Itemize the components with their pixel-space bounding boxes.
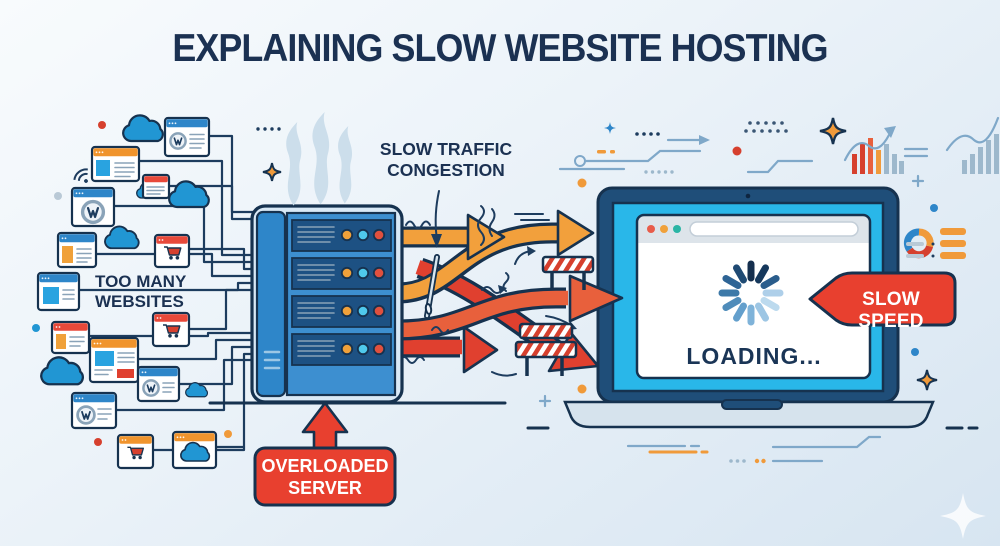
slow-traffic-line2: CONGESTION <box>387 159 505 180</box>
blue-dot <box>911 348 919 356</box>
traffic-barrier-icon <box>514 322 578 376</box>
laptop-notch <box>721 399 783 410</box>
plus-mark-icon <box>538 394 552 408</box>
blue-dot <box>32 324 40 332</box>
overloaded-line2: SERVER <box>288 477 362 498</box>
laptop-icon <box>563 186 935 429</box>
bar-chart-icon <box>945 116 1000 174</box>
equals-decor <box>903 147 929 158</box>
traffic-arrow-icon <box>556 209 595 257</box>
trend-arrow-icon <box>666 135 710 145</box>
webcam-icon <box>745 193 751 199</box>
toolbar-dot-red <box>647 225 655 233</box>
circuit-line-icon <box>558 149 702 171</box>
slow-speed-label: SLOW SPEED <box>858 289 924 332</box>
too-many-line1: TOO MANY <box>95 272 187 291</box>
cloud-icon <box>104 225 140 250</box>
sparkle-icon <box>263 163 281 181</box>
toolbar-dot-teal <box>673 225 681 233</box>
server-rack-icon <box>250 204 404 404</box>
cloud-icon <box>122 114 164 143</box>
browser-window-icon <box>141 173 171 200</box>
wordpress-icon <box>76 405 96 425</box>
wordpress-icon <box>142 379 160 397</box>
needle-icon <box>424 254 440 319</box>
overloaded-server-badge <box>253 401 397 507</box>
dotted-line-icon <box>644 170 674 174</box>
white-diamond-icon <box>940 493 986 539</box>
slow-traffic-label: SLOW TRAFFIC CONGESTION <box>368 139 524 180</box>
traffic-arrow-icon <box>466 213 506 261</box>
toolbar-dot-orange <box>660 225 668 233</box>
left-cluster <box>32 114 232 470</box>
browser-window-icon <box>88 336 140 384</box>
decor-bottom <box>538 348 986 539</box>
orange-dot <box>577 384 587 394</box>
dots-grid-icon <box>744 121 788 133</box>
too-many-line2: WEBSITES <box>95 292 184 312</box>
server-unit <box>291 257 392 290</box>
browser-window-icon <box>56 231 98 269</box>
gray-dot <box>54 192 62 200</box>
laptop-base <box>563 400 935 429</box>
slow-speed-sign <box>808 271 957 327</box>
slow-traffic-line1: SLOW TRAFFIC <box>379 139 513 159</box>
decor-top-right <box>558 116 1000 212</box>
blue-diamond-sparkle-icon <box>604 122 616 134</box>
dotted-line-icon <box>256 127 281 131</box>
red-dot <box>94 438 102 446</box>
too-many-websites-label: TOO MANY WEBSITES <box>95 272 205 313</box>
sparkle-icon <box>917 370 937 390</box>
address-bar[interactable] <box>689 221 859 237</box>
orange-dot <box>577 178 587 188</box>
overload-arrow-icon <box>301 401 349 452</box>
browser-window-icon <box>90 145 141 183</box>
sparkle-icon <box>820 118 846 144</box>
page-title: EXPLAINING SLOW WEBSITE HOSTING <box>172 27 828 70</box>
overloaded-server-label: OVERLOADED SERVER <box>257 456 393 500</box>
red-dot <box>732 146 742 156</box>
orange-dash <box>610 150 615 154</box>
browser-window-icon <box>50 320 91 355</box>
browser-window-icon <box>36 271 81 312</box>
steam-icon <box>286 112 353 206</box>
server-unit <box>291 219 392 252</box>
down-arrow-icon <box>431 190 442 248</box>
server-unit <box>291 333 392 366</box>
orange-dash <box>597 150 606 154</box>
orange-dot <box>224 430 232 438</box>
wordpress-icon <box>80 199 106 225</box>
server-side-panel <box>255 210 287 398</box>
bar-chart-icon <box>843 126 904 174</box>
trend-arrowhead <box>884 126 896 138</box>
dotted-line-icon <box>635 132 660 136</box>
circuit-line-icon <box>746 159 814 174</box>
server-unit <box>291 295 392 328</box>
cloud-icon <box>40 356 84 386</box>
plus-mark-icon <box>911 174 925 188</box>
browser-window <box>637 215 870 378</box>
connector-lines <box>77 134 260 452</box>
blue-dot <box>930 204 938 212</box>
loading-spinner-icon <box>718 260 784 326</box>
wordpress-icon <box>169 132 187 150</box>
donut-chart-icon <box>903 228 966 259</box>
traffic-barrier-icon <box>541 255 595 290</box>
wifi-icon <box>73 168 88 183</box>
loading-label: LOADING... <box>686 343 822 369</box>
overloaded-line1: OVERLOADED <box>261 456 389 476</box>
traffic-arrow-icon <box>462 325 499 374</box>
red-dot <box>98 121 106 129</box>
server-vents <box>263 350 281 370</box>
